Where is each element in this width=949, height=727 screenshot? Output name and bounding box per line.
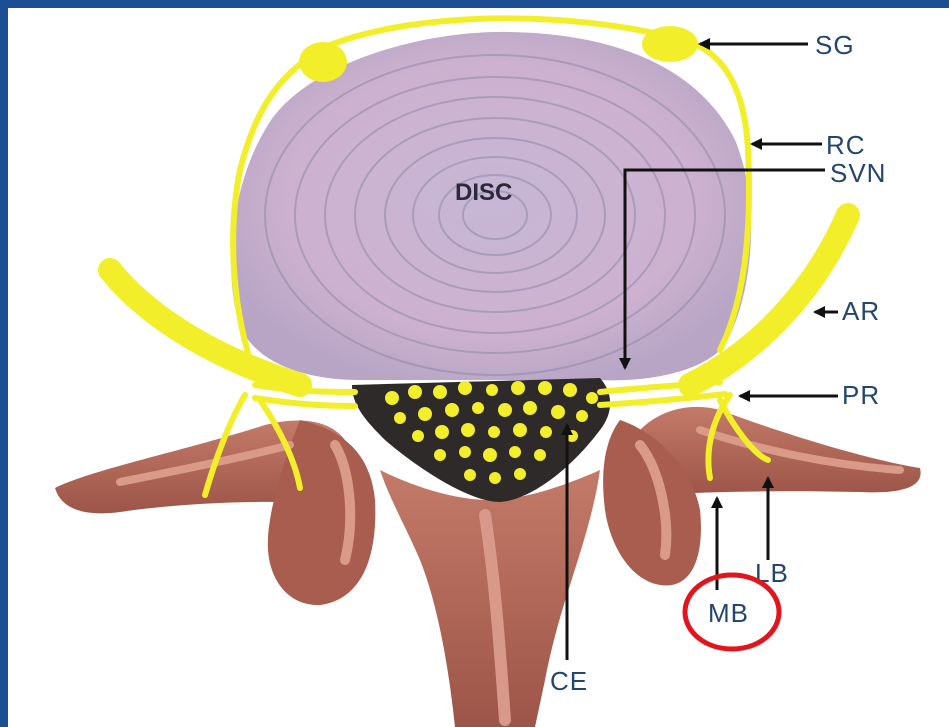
label-pr: PR (842, 380, 880, 410)
label-ar: AR (842, 296, 880, 326)
spine-diagram: DISC SG RC SVN AR PR LB MB CE (8, 8, 949, 727)
label-sg: SG (815, 30, 855, 60)
intervertebral-disc (231, 32, 751, 380)
disc-label: DISC (455, 179, 512, 206)
label-ce: CE (550, 666, 588, 696)
figure-panel: DISC SG RC SVN AR PR LB MB CE (8, 8, 949, 727)
sympathetic-ganglion-right (642, 26, 698, 62)
label-mb: MB (708, 598, 749, 628)
label-svn: SVN (830, 158, 886, 188)
sympathetic-ganglion-left (299, 42, 347, 82)
label-rc: RC (826, 130, 866, 160)
